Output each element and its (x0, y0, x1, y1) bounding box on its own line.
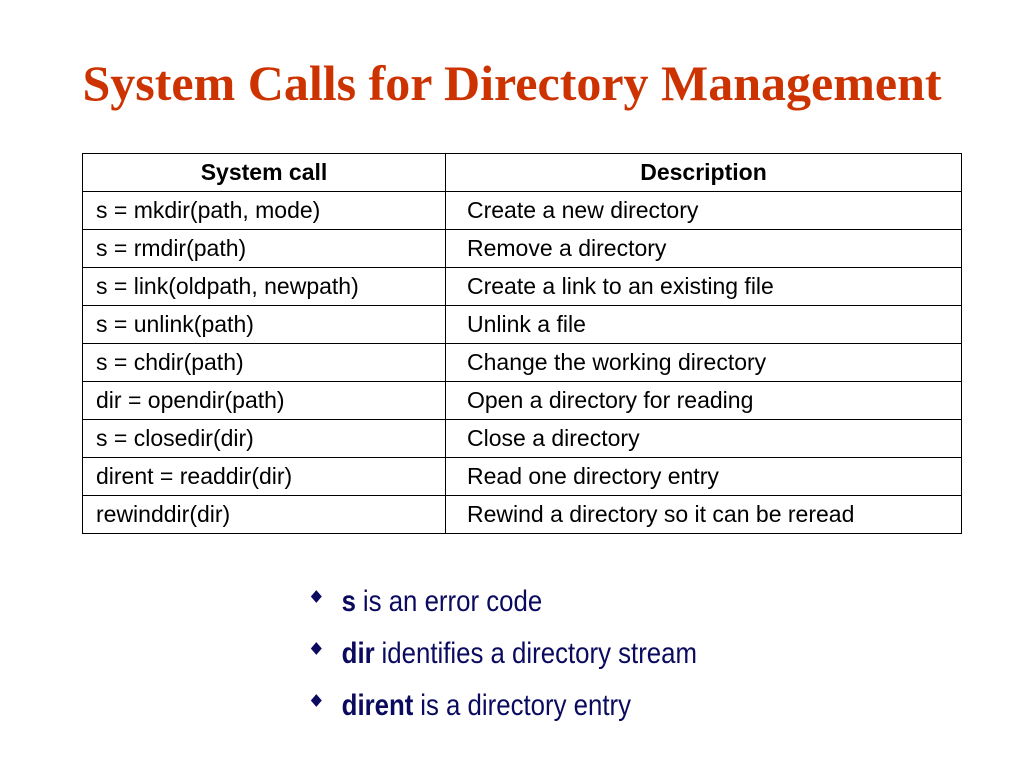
system-call-cell: s = mkdir(path, mode) (82, 191, 446, 230)
list-item: dir identifies a directory stream (309, 628, 697, 680)
note-text: identifies a directory stream (381, 637, 697, 670)
description-cell: Rewind a directory so it can be reread (445, 495, 962, 534)
note-text: is a directory entry (420, 689, 632, 722)
system-call-cell: rewinddir(dir) (82, 495, 446, 534)
table-row: s = closedir(dir) Close a directory (82, 419, 962, 458)
description-cell: Read one directory entry (445, 457, 962, 496)
diamond-bullet-icon (310, 693, 322, 707)
description-cell: Unlink a file (445, 305, 962, 344)
diamond-bullet-icon (310, 589, 322, 603)
description-cell: Remove a directory (445, 229, 962, 268)
system-calls-table: System call Description s = mkdir(path, … (82, 153, 962, 534)
system-call-cell: dir = opendir(path) (82, 381, 446, 420)
system-call-cell: s = closedir(dir) (82, 419, 446, 458)
notes-list: s is an error code dir identifies a dire… (309, 576, 697, 732)
note-text: is an error code (362, 585, 543, 618)
table-row: s = rmdir(path) Remove a directory (82, 229, 962, 268)
header-system-call: System call (82, 153, 446, 192)
note-term: dir (341, 637, 375, 670)
system-call-cell: s = link(oldpath, newpath) (82, 267, 446, 306)
list-item: dirent is a directory entry (309, 680, 697, 732)
system-call-cell: s = unlink(path) (82, 305, 446, 344)
note-term: dirent (341, 689, 414, 722)
system-call-cell: dirent = readdir(dir) (82, 457, 446, 496)
description-cell: Create a link to an existing file (445, 267, 962, 306)
table-row: s = chdir(path) Change the working direc… (82, 343, 962, 382)
diamond-bullet-icon (310, 641, 322, 655)
table-row: dirent = readdir(dir) Read one directory… (82, 457, 962, 496)
header-description: Description (445, 153, 962, 192)
system-call-cell: s = chdir(path) (82, 343, 446, 382)
description-cell: Change the working directory (445, 343, 962, 382)
description-cell: Open a directory for reading (445, 381, 962, 420)
table-row: s = unlink(path) Unlink a file (82, 305, 962, 344)
description-cell: Close a directory (445, 419, 962, 458)
description-cell: Create a new directory (445, 191, 962, 230)
table-row: s = mkdir(path, mode) Create a new direc… (82, 191, 962, 230)
table-row: rewinddir(dir) Rewind a directory so it … (82, 495, 962, 534)
note-term: s (341, 585, 357, 618)
list-item: s is an error code (309, 576, 697, 628)
slide-title: System Calls for Directory Management (82, 54, 942, 111)
table-row: s = link(oldpath, newpath) Create a link… (82, 267, 962, 306)
system-call-cell: s = rmdir(path) (82, 229, 446, 268)
table-header-row: System call Description (82, 153, 962, 192)
table-row: dir = opendir(path) Open a directory for… (82, 381, 962, 420)
